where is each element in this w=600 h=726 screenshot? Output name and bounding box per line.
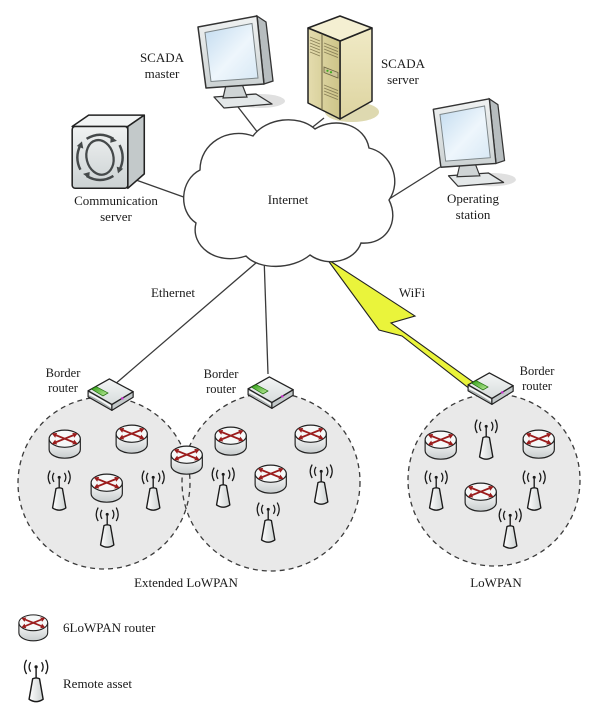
legend-router-label: 6LoWPAN router [63,620,156,635]
lowpan-area [408,394,580,566]
router-icon [214,426,248,457]
internet-label: Internet [267,192,309,207]
router-icon [48,429,82,460]
lowpan-border [407,393,581,567]
communication-server-label: Communication server [74,193,158,224]
ethernet-line-left [113,255,265,386]
border-router-right-label: Border router [519,364,555,393]
router-icon [254,464,288,495]
router-icon [522,429,556,460]
scada-master-label: SCADA master [139,50,185,81]
operating-station-label: Operating station [447,191,499,222]
extended-lowpan-left-border [17,396,191,570]
legend-remote-asset-label: Remote asset [63,676,132,691]
wifi-bolt-icon [326,258,481,394]
scada-server-icon [307,15,380,123]
legend-remote-asset-icon [23,659,49,703]
link-communication-server [135,179,193,201]
border-router-left-label: Border router [45,366,81,395]
router-icon [90,473,124,504]
router-icon [294,424,328,455]
scada-master-monitor-icon [197,15,286,109]
operating-station-monitor-icon [432,98,517,187]
wifi-label: WiFi [398,285,426,300]
lowpan-label: LoWPAN [470,575,522,590]
extended-lowpan-label: Extended LoWPAN [134,575,238,590]
border-router-middle-label: Border router [203,367,239,396]
router-icon-shared [170,445,204,476]
scada-server-label: SCADA server [380,56,426,87]
router-icon [424,430,458,461]
legend-router-icon [18,614,49,642]
ethernet-label: Ethernet [150,285,196,300]
router-icon [115,424,149,455]
internet-cloud-icon [182,119,396,267]
ethernet-line-middle [263,255,269,375]
router-icon [464,482,498,513]
communication-server-icon [70,113,146,190]
